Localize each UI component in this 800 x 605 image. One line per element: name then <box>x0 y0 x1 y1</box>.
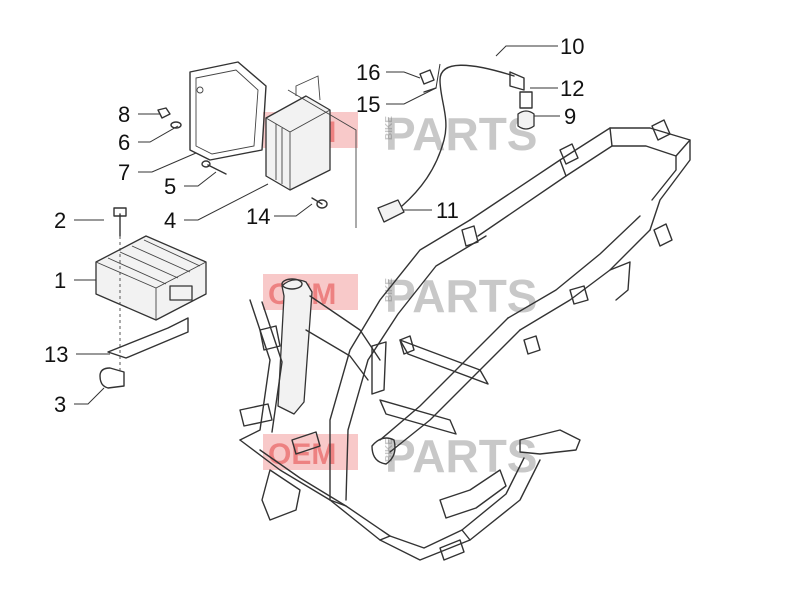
nut-part-8 <box>157 107 171 119</box>
bracket-part-13 <box>107 317 189 359</box>
watermark-word-oem: OEM <box>268 438 336 471</box>
watermark-word-bike: BIKE <box>384 278 395 302</box>
callout-1: 1 <box>54 268 66 293</box>
watermark-word-bike: BIKE <box>384 116 395 140</box>
clip-part-15 <box>423 87 437 93</box>
cable-end-part-11 <box>377 199 405 223</box>
callout-6: 6 <box>118 130 130 155</box>
watermark-bottom: OEM BIKE PARTS <box>263 430 538 482</box>
cdi-bracket-assembly <box>157 61 331 209</box>
head-tube <box>277 279 313 415</box>
callout-9: 9 <box>564 104 576 129</box>
callout-16: 16 <box>356 60 380 85</box>
watermark-word-parts: PARTS <box>385 108 538 160</box>
cable-assembly <box>377 64 535 223</box>
scooter-frame <box>239 119 691 561</box>
callout-11: 11 <box>436 198 459 223</box>
callout-3: 3 <box>54 392 66 417</box>
regulator-part-1 <box>95 235 207 321</box>
grommet-part-9 <box>517 110 535 130</box>
watermark-word-parts: PARTS <box>385 430 538 482</box>
callout-7: 7 <box>118 160 130 185</box>
screw-part-16 <box>419 69 435 85</box>
callout-15: 15 <box>356 92 380 117</box>
callout-4: 4 <box>164 208 176 233</box>
voltage-regulator-assembly <box>95 207 207 389</box>
callout-10: 10 <box>560 34 584 59</box>
watermark-word-parts: PARTS <box>385 270 538 322</box>
clamp-part-3 <box>99 367 125 389</box>
cdi-unit-part-4 <box>265 75 331 191</box>
screw-part-5 <box>207 164 227 175</box>
callout-12: 12 <box>560 76 584 101</box>
callout-2: 2 <box>54 208 66 233</box>
bolt-part-14 <box>311 197 323 205</box>
cable-part-10 <box>401 64 515 207</box>
watermark-word-bike: BIKE <box>384 438 395 462</box>
callouts: 8 6 7 5 4 14 2 1 13 3 16 15 10 <box>44 34 584 417</box>
callout-14: 14 <box>246 204 270 229</box>
callout-13: 13 <box>44 342 68 367</box>
cap-part-12 <box>519 91 533 109</box>
callout-8: 8 <box>118 102 130 127</box>
washer-part-6 <box>170 121 182 129</box>
callout-5: 5 <box>164 174 176 199</box>
